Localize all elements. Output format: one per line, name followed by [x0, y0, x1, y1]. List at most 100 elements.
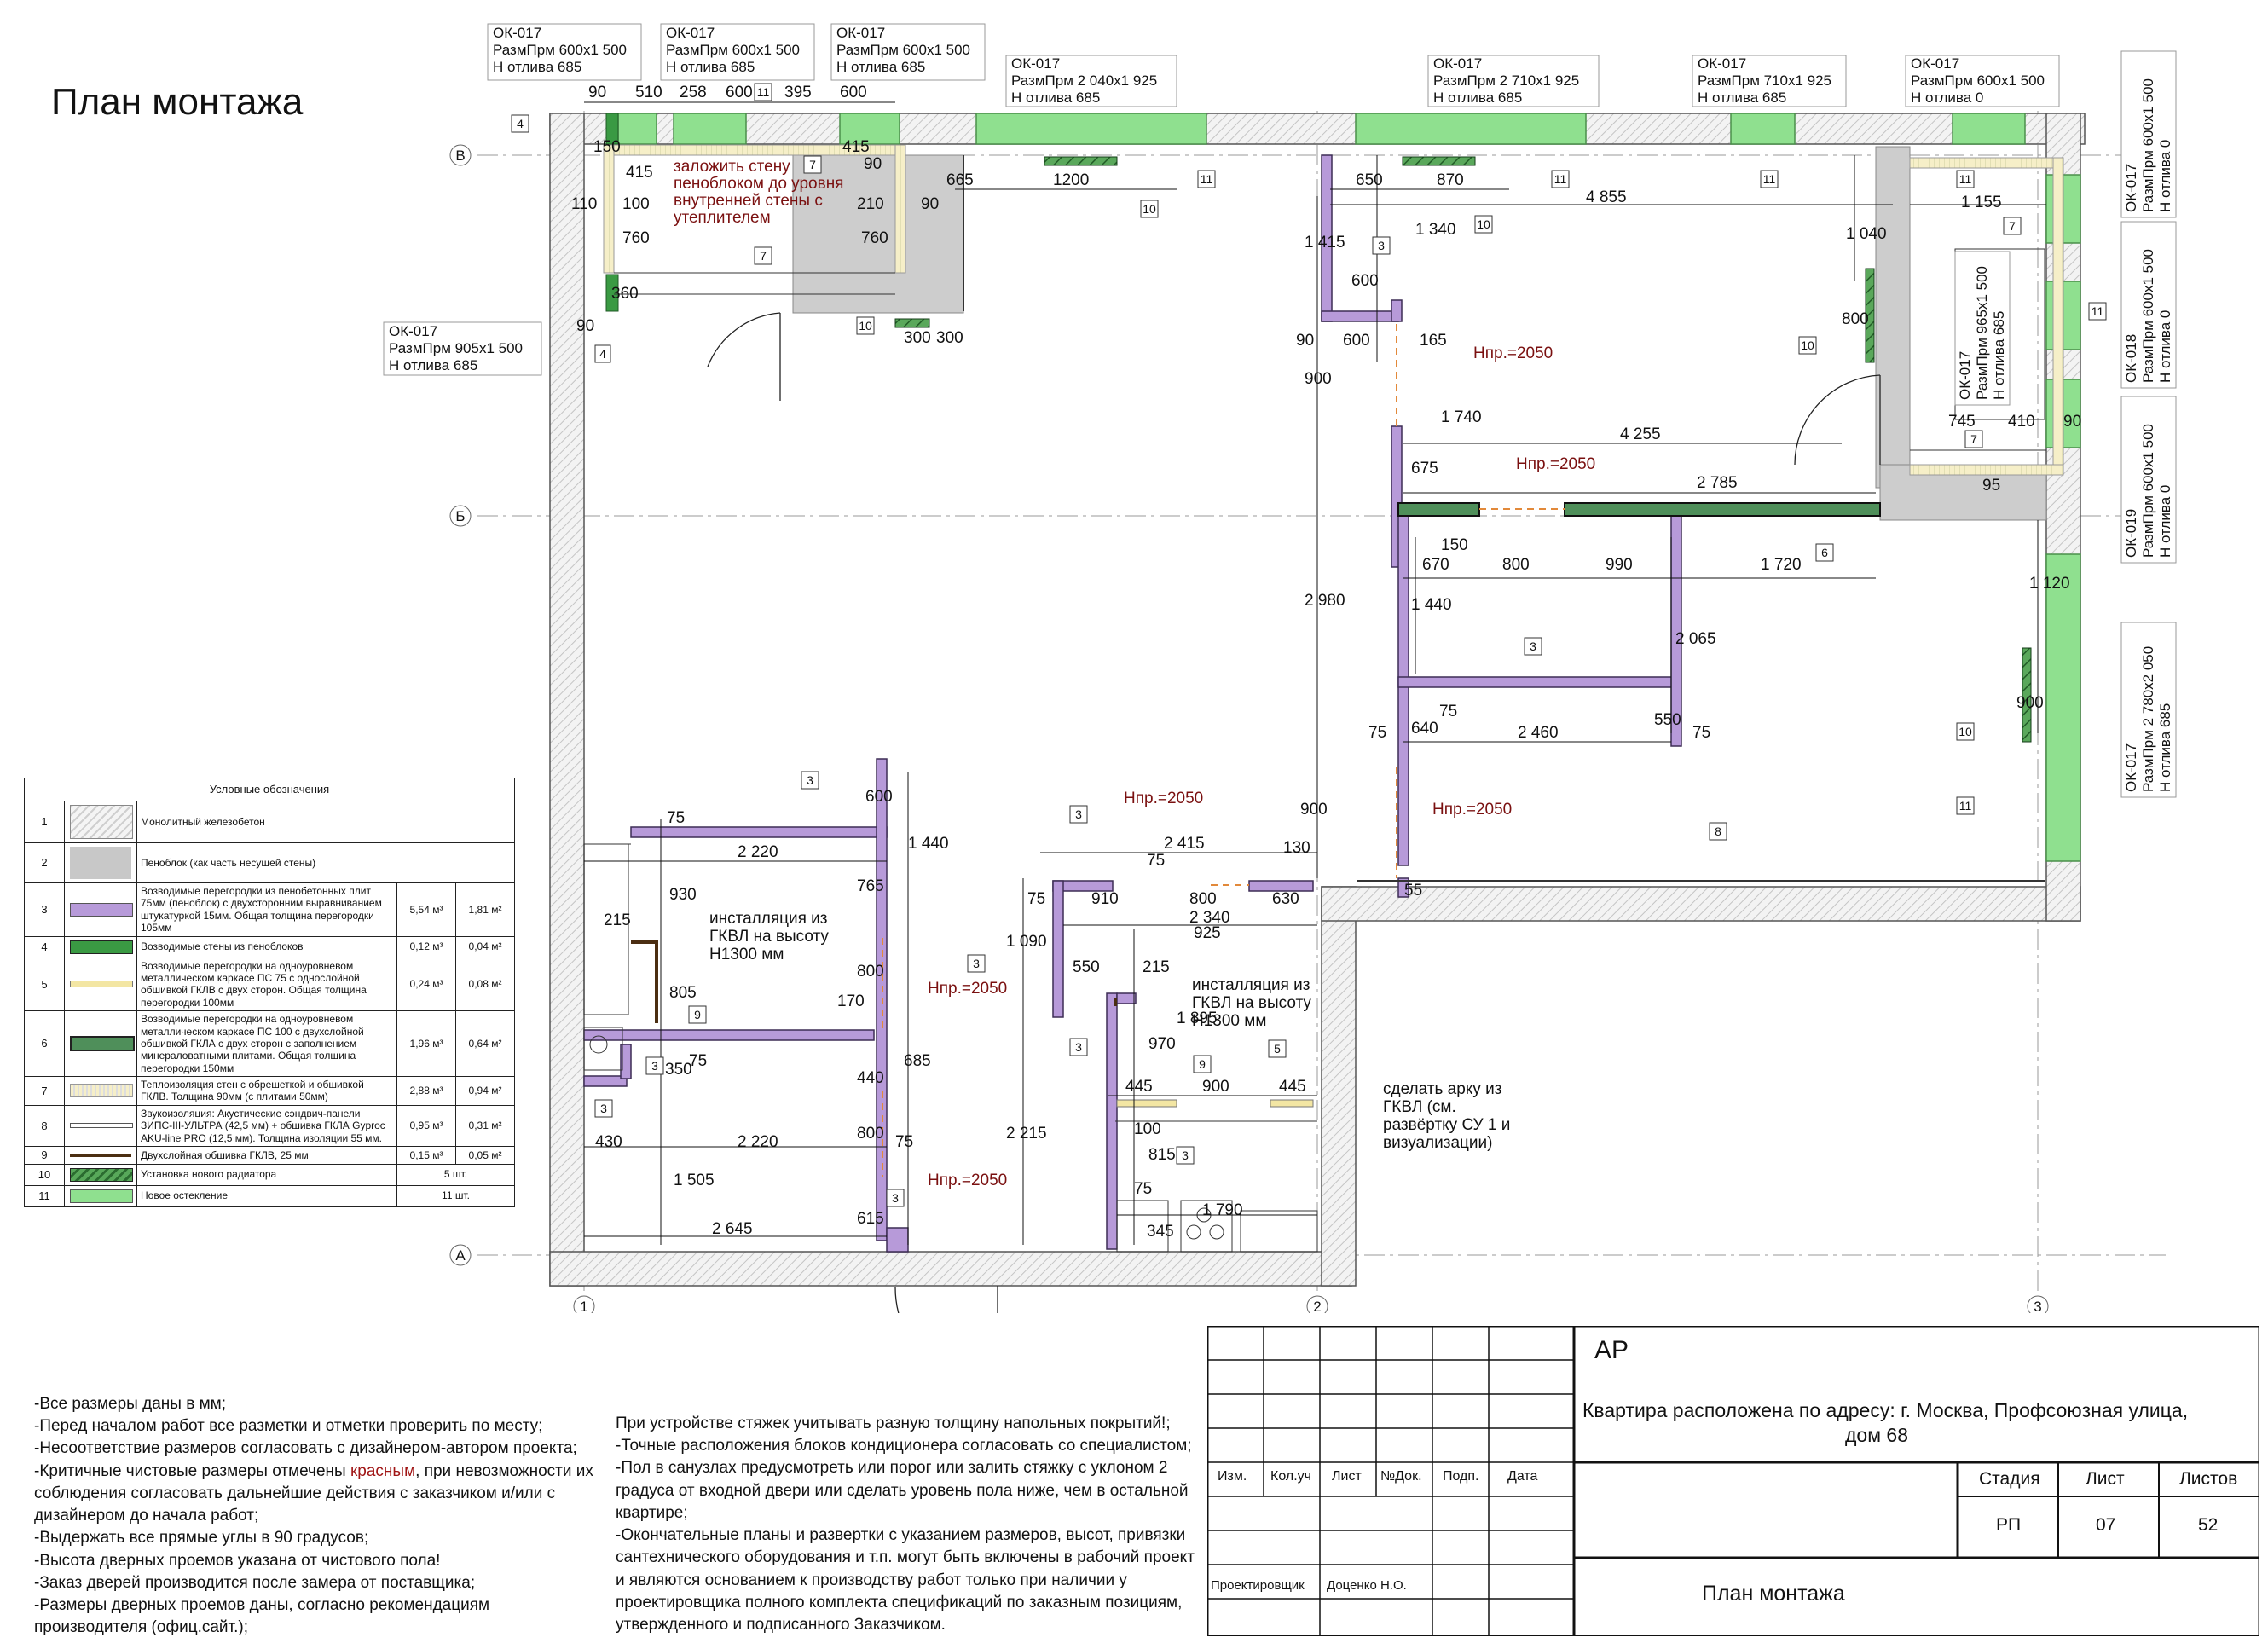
legend-num: 8 — [24, 1104, 65, 1148]
designer-name: Доценко Н.О. — [1327, 1578, 1407, 1593]
svg-text:ОК-017: ОК-017 — [2123, 164, 2139, 212]
svg-text:8: 8 — [1715, 824, 1721, 838]
svg-text:870: 870 — [1437, 171, 1464, 189]
svg-text:1200: 1200 — [1053, 171, 1089, 189]
svg-text:1 440: 1 440 — [908, 835, 949, 853]
svg-text:1 340: 1 340 — [1415, 221, 1456, 239]
svg-text:РазмПрм 600x1 500: РазмПрм 600x1 500 — [2140, 249, 2156, 383]
col-izm: Изм. — [1218, 1469, 1247, 1484]
stage-label: Стадия — [1979, 1469, 2040, 1489]
project-code: АР — [1594, 1336, 1629, 1364]
svg-text:10: 10 — [859, 319, 872, 333]
svg-text:10: 10 — [1801, 338, 1814, 352]
svg-text:165: 165 — [1420, 332, 1447, 350]
svg-text:1 720: 1 720 — [1761, 556, 1802, 574]
svg-text:ОК-017: ОК-017 — [493, 25, 541, 41]
legend-text: Новое остекление — [136, 1184, 397, 1207]
title-block: АР Квартира расположена по адресу: г. Мо… — [1207, 1326, 2259, 1636]
svg-text:10: 10 — [1477, 217, 1490, 231]
svg-text:675: 675 — [1411, 460, 1438, 477]
svg-text:765: 765 — [857, 877, 884, 895]
svg-text:925: 925 — [1194, 924, 1221, 942]
svg-text:3: 3 — [973, 957, 980, 970]
svg-text:1 440: 1 440 — [1411, 596, 1452, 614]
svg-text:258: 258 — [680, 84, 707, 101]
gkvl-note-2: инсталляция из ГКВЛ на высоту Н1300 мм — [1192, 976, 1311, 1030]
partitions-type6 — [1397, 502, 1881, 517]
legend-num: 10 — [24, 1163, 65, 1186]
note-line: -Окончательные планы и развертки с указа… — [616, 1526, 1195, 1634]
svg-text:90: 90 — [2063, 413, 2081, 431]
svg-text:75: 75 — [1368, 724, 1386, 742]
svg-text:2 065: 2 065 — [1675, 630, 1716, 648]
note-line: -Критичные чистовые размеры отмечены кра… — [34, 1461, 597, 1528]
svg-text:640: 640 — [1411, 720, 1438, 738]
legend-text: Возводимые перегородки из пенобетонных п… — [136, 882, 397, 937]
legend-area: 0,04 м² — [455, 935, 515, 958]
svg-text:665: 665 — [946, 171, 974, 189]
legend-num: 1 — [24, 801, 65, 843]
glazing-swatch — [70, 1189, 133, 1203]
svg-text:Б: Б — [455, 508, 465, 524]
svg-text:2: 2 — [1313, 1299, 1321, 1313]
svg-text:110: 110 — [571, 195, 597, 213]
svg-text:ОК-017: ОК-017 — [1911, 55, 1959, 72]
note-text: , при невозможности их соблюдения соглас… — [34, 1461, 593, 1525]
sound-insulation-swatch — [70, 1123, 133, 1129]
svg-text:670: 670 — [1422, 556, 1449, 574]
legend-text: Возводимые перегородки на одноуровневом … — [136, 957, 397, 1012]
legend-num: 4 — [24, 935, 65, 958]
svg-text:90: 90 — [864, 155, 882, 173]
svg-text:2 980: 2 980 — [1305, 592, 1345, 610]
svg-text:11: 11 — [2092, 304, 2104, 318]
svg-text:ОК-018: ОК-018 — [2123, 334, 2139, 383]
svg-text:11: 11 — [1763, 172, 1776, 186]
stage-value: РП — [1996, 1515, 2022, 1535]
svg-text:1 415: 1 415 — [1305, 234, 1345, 252]
svg-text:РазмПрм 2 040x1 925: РазмПрм 2 040x1 925 — [1011, 72, 1157, 89]
svg-text:600: 600 — [1343, 332, 1370, 350]
svg-text:150: 150 — [593, 138, 621, 156]
svg-text:Н отлива 685: Н отлива 685 — [1433, 90, 1522, 106]
svg-text:4 255: 4 255 — [1620, 425, 1661, 443]
svg-text:970: 970 — [1148, 1035, 1176, 1053]
legend-area: 0,31 м² — [455, 1104, 515, 1148]
svg-text:3: 3 — [1378, 239, 1385, 252]
project-address: Квартира расположена по адресу: г. Москв… — [1582, 1399, 2189, 1421]
svg-text:75: 75 — [1134, 1180, 1152, 1198]
legend-text: Возводимые стены из пеноблоков — [136, 935, 397, 958]
legend-area: 0,94 м² — [455, 1076, 515, 1106]
svg-text:Нпр.=2050: Нпр.=2050 — [928, 1172, 1007, 1189]
svg-text:100: 100 — [1134, 1120, 1161, 1138]
svg-text:445: 445 — [1125, 1078, 1153, 1096]
svg-text:4 855: 4 855 — [1586, 188, 1627, 206]
svg-text:815: 815 — [1148, 1146, 1176, 1164]
svg-text:11: 11 — [1201, 172, 1213, 186]
svg-text:2 220: 2 220 — [738, 843, 778, 861]
svg-text:Н отлива 685: Н отлива 685 — [1698, 90, 1786, 106]
drawing-name: План монтажа — [1702, 1582, 1845, 1606]
svg-text:75: 75 — [895, 1133, 913, 1151]
svg-text:11: 11 — [1959, 799, 1972, 813]
svg-text:Н отлива 685: Н отлива 685 — [1991, 311, 2007, 400]
note-line: При устройстве стяжек учитывать разную т… — [616, 1415, 1171, 1432]
legend-tags: 4 4 7 7 11 11 11 11 11 11 11 10 10 10 10… — [511, 83, 2107, 1207]
door-height-labels: Нпр.=2050 Нпр.=2050 Нпр.=2050 Нпр.=2050 … — [928, 344, 1595, 1189]
legend-num: 2 — [24, 842, 65, 883]
svg-text:10: 10 — [1143, 202, 1156, 216]
foamblock-walls — [792, 146, 2047, 521]
svg-text:Н отлива 685: Н отлива 685 — [2157, 703, 2173, 792]
glazing — [617, 113, 2081, 862]
svg-text:Н отлива 685: Н отлива 685 — [389, 357, 477, 373]
svg-text:550: 550 — [1073, 958, 1100, 976]
svg-text:Н отлива 685: Н отлива 685 — [1011, 90, 1100, 106]
legend-text: Двухслойная обшивка ГКЛВ, 25 мм — [136, 1146, 397, 1165]
legend-area: 1,81 м² — [455, 882, 515, 937]
legend-table: Условные обозначения 1 Монолитный железо… — [24, 778, 515, 1207]
concrete-swatch — [70, 805, 133, 839]
svg-text:Нпр.=2050: Нпр.=2050 — [1432, 801, 1512, 819]
svg-text:1 740: 1 740 — [1441, 408, 1482, 426]
svg-text:800: 800 — [857, 963, 884, 981]
